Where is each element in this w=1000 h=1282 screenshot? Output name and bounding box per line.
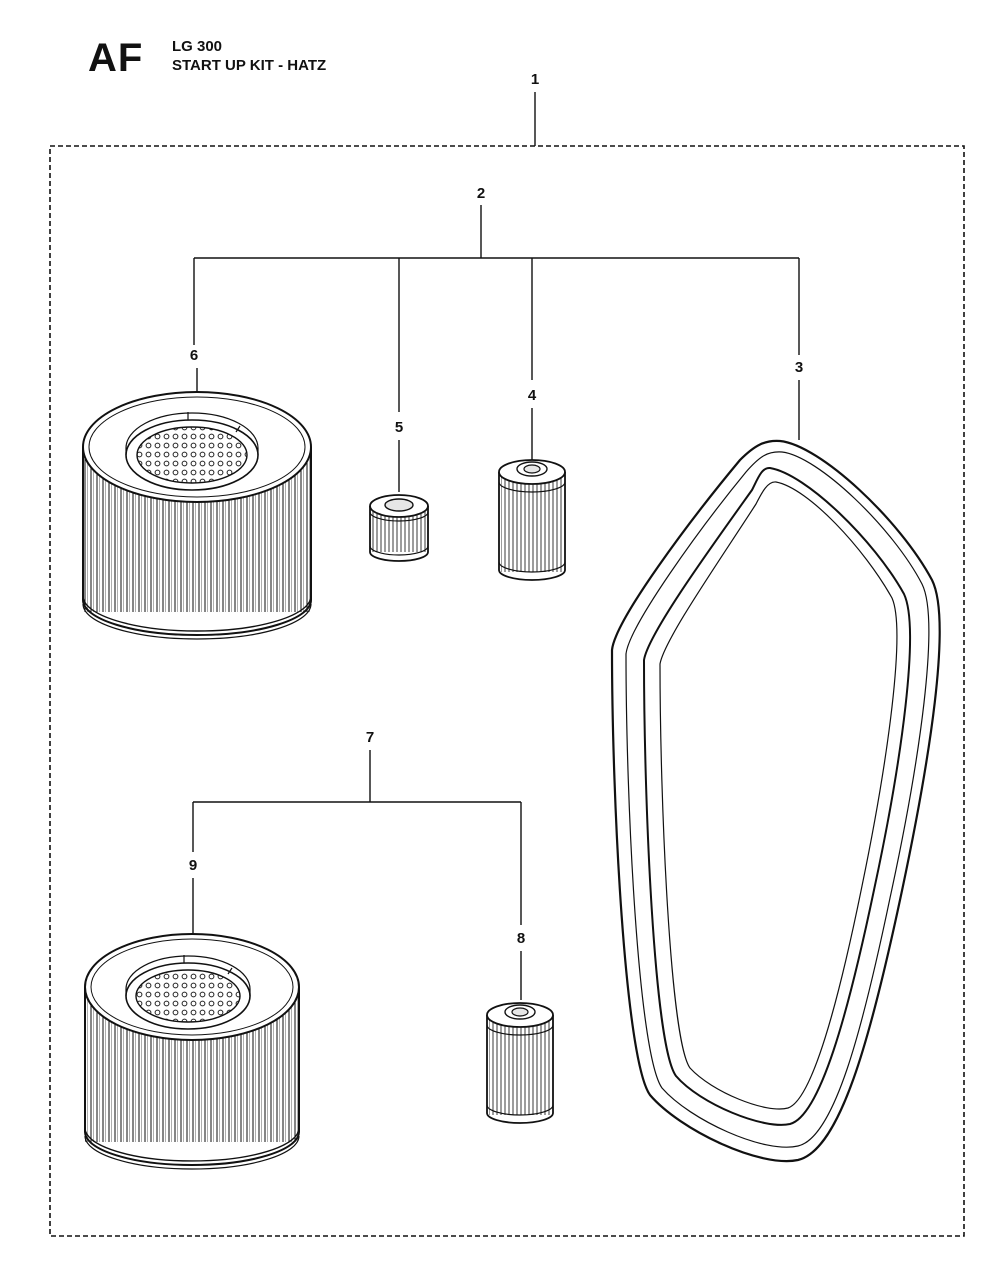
leader-bracket-2 — [193, 205, 800, 412]
fuel-filter-icon — [369, 494, 429, 562]
callout-1: 1 — [531, 71, 539, 88]
callout-5: 5 — [395, 419, 403, 436]
kit-boundary — [49, 145, 965, 1237]
callout-9: 9 — [189, 857, 197, 874]
oil-filter-icon — [498, 459, 566, 581]
oil-filter-icon — [486, 1002, 554, 1124]
callout-2: 2 — [477, 185, 485, 202]
v-belt-icon — [610, 439, 941, 1163]
callout-8: 8 — [517, 930, 525, 947]
kit-title: START UP KIT - HATZ — [172, 57, 327, 74]
callout-7: 7 — [366, 729, 374, 746]
air-filter-cartridge-icon — [82, 391, 312, 640]
callout-4: 4 — [528, 387, 537, 404]
callout-3: 3 — [795, 359, 803, 376]
section-code: AF — [88, 36, 144, 80]
model-name: LG 300 — [172, 38, 223, 55]
diagram-header: AF LG 300 START UP KIT - HATZ — [88, 36, 508, 86]
air-filter-cartridge-icon — [84, 933, 300, 1170]
leader-bracket-7 — [192, 750, 522, 925]
callout-6: 6 — [190, 347, 198, 364]
